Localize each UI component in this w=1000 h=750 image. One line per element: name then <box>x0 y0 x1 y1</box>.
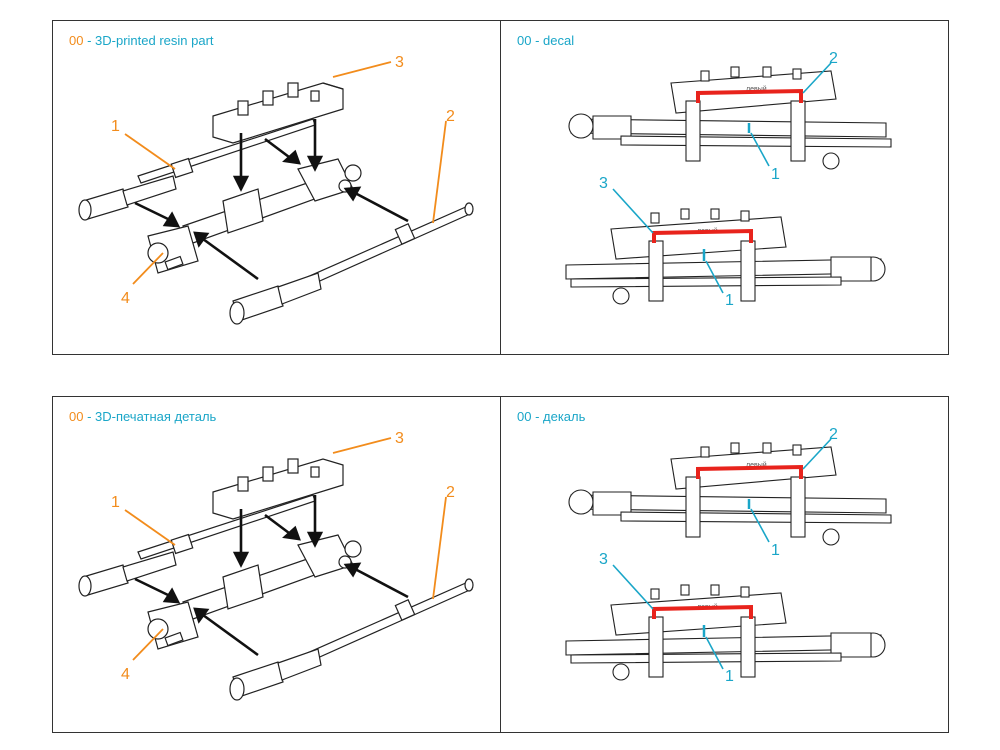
panel-caption: - decal <box>531 33 575 48</box>
panel-resin-ru: 00 - 3D-печатная деталь <box>52 396 501 733</box>
decal-callout-1-lower: 1 <box>725 292 734 309</box>
panel-title: 00 - decal <box>517 33 574 48</box>
callout-4: 4 <box>121 290 130 307</box>
decal-callout-2: 2 <box>829 426 838 443</box>
decal-callout-1-lower: 1 <box>725 668 734 685</box>
decal-callout-3: 3 <box>599 175 608 192</box>
part-number: 00 <box>69 33 84 48</box>
decal-callout-1-upper: 1 <box>771 166 780 183</box>
panel-title: 00 - 3D-printed resin part <box>69 33 214 48</box>
callout-2: 2 <box>446 484 455 501</box>
decal-illustration: левый левый 2 1 3 1 <box>565 426 892 685</box>
panel-title: 00 - декаль <box>517 409 585 424</box>
callout-3: 3 <box>395 430 404 447</box>
decal-text-upper: левый <box>746 85 767 93</box>
panel-title: 00 - 3D-печатная деталь <box>69 409 216 424</box>
callout-1: 1 <box>111 118 120 135</box>
resin-part-illustration: 1 2 3 4 <box>78 54 474 325</box>
decal-illustration: левый левый 2 1 3 1 <box>565 50 892 309</box>
panel-resin-en: 00 - 3D-printed resin part <box>52 20 501 355</box>
callout-2: 2 <box>446 108 455 125</box>
panel-caption: - декаль <box>531 409 586 424</box>
callout-4: 4 <box>121 666 130 683</box>
decal-callout-1-upper: 1 <box>771 542 780 559</box>
resin-part-illustration: 1 2 3 4 <box>78 430 474 701</box>
part-number: 00 <box>517 409 532 424</box>
decal-callout-2: 2 <box>829 50 838 67</box>
part-number: 00 <box>517 33 532 48</box>
panel-caption: - 3D-печатная деталь <box>83 409 217 424</box>
panel-caption: - 3D-printed resin part <box>83 33 214 48</box>
callout-3: 3 <box>395 54 404 71</box>
decal-text-upper: левый <box>746 461 767 469</box>
part-number: 00 <box>69 409 84 424</box>
panel-decal-en: 00 - decal левый левый <box>500 20 949 355</box>
decal-callout-3: 3 <box>599 551 608 568</box>
callout-1: 1 <box>111 494 120 511</box>
panel-decal-ru: 00 - декаль левый левый <box>500 396 949 733</box>
